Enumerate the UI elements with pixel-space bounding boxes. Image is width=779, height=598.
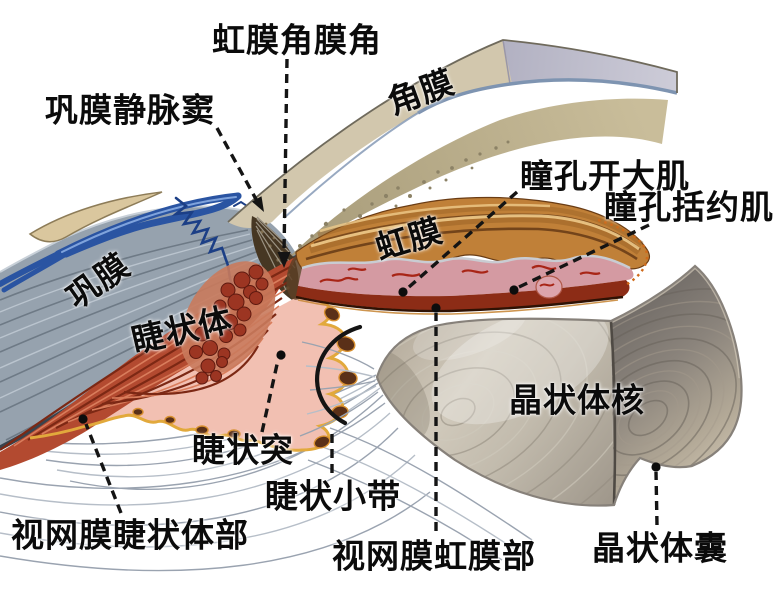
zonule-bracket xyxy=(315,324,363,426)
label-ciliary-process: 睫状突 xyxy=(192,430,294,470)
cornea-tissue xyxy=(227,39,678,264)
dot-lens-capsule xyxy=(651,462,661,472)
dot-ciliary-process xyxy=(276,350,286,360)
label-retina-ciliary-part: 视网膜睫状体部 xyxy=(11,515,249,555)
leader-ciliary-process xyxy=(260,359,280,433)
label-retina-iridial-part: 视网膜虹膜部 xyxy=(332,536,536,576)
label-dilator-pupillae: 瞳孔开大肌 xyxy=(520,156,690,196)
label-lens-capsule: 晶状体囊 xyxy=(592,528,728,568)
label-ciliary-zonule: 睫状小带 xyxy=(265,476,401,516)
leader-arrowheads xyxy=(251,196,291,268)
dot-dilator-pupillae xyxy=(398,287,408,297)
cornea-cut-face xyxy=(503,40,677,93)
lens-capsule-outline xyxy=(375,264,743,507)
episcleral-flap xyxy=(28,191,163,243)
label-lens-nucleus: 晶状体核 xyxy=(509,380,645,420)
arrow-iridocorneal-angle xyxy=(277,252,291,268)
leader-iridocorneal-angle xyxy=(282,58,289,255)
dot-sphincter-pupillae xyxy=(509,285,519,295)
leader-dots xyxy=(78,285,661,472)
iris-tissue xyxy=(286,196,651,315)
leader-retina-ciliary-part xyxy=(84,423,123,514)
leader-sphincter-pupillae xyxy=(518,223,650,289)
scleral-veins xyxy=(0,192,267,293)
leader-lines xyxy=(84,58,659,531)
pupillary-margin-dots xyxy=(597,218,649,288)
leader-dilator-pupillae xyxy=(407,190,519,289)
dot-retina-ciliary-part xyxy=(78,414,88,424)
pupillary-margin-cut xyxy=(535,275,563,299)
leader-scleral-venous-sinus xyxy=(215,127,259,202)
lens-crease xyxy=(609,320,617,506)
iris-muscle-layer xyxy=(296,280,630,311)
zonular-fibers xyxy=(0,374,533,572)
leader-lens-capsule xyxy=(654,471,659,526)
label-scleral-venous-sinus: 巩膜静脉窦 xyxy=(45,90,215,130)
vessel-cluster xyxy=(189,264,269,385)
ciliary-body-tissue xyxy=(0,256,358,470)
label-sphincter-pupillae: 瞳孔括约肌 xyxy=(604,187,774,227)
arrow-scleral-venous-sinus xyxy=(251,196,264,212)
dot-retina-iridial-part xyxy=(431,303,441,313)
label-iridocorneal-angle: 虹膜角膜角 xyxy=(212,20,382,60)
iris-vessels xyxy=(319,264,601,283)
